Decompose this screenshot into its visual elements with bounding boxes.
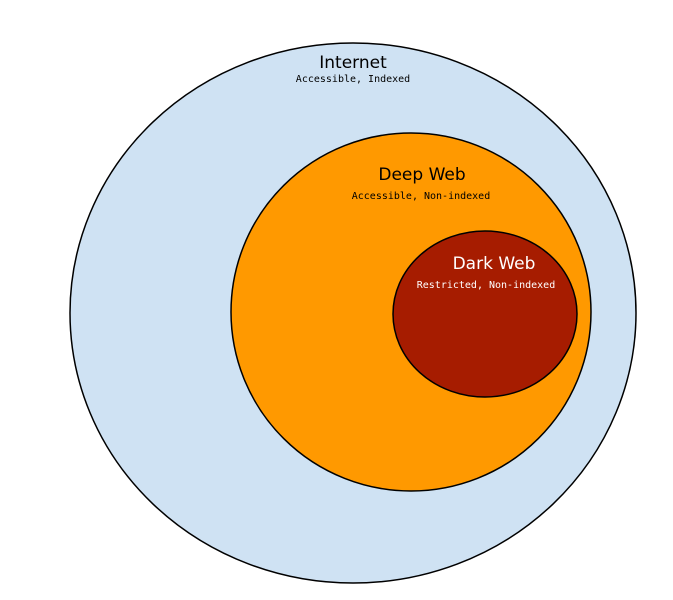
deep-web-subtitle: Accessible, Non-indexed: [352, 191, 490, 202]
deep-web-title: Deep Web: [378, 165, 465, 185]
dark-web-subtitle: Restricted, Non-indexed: [417, 280, 555, 291]
dark-web-circle: [392, 230, 578, 398]
internet-subtitle: Accessible, Indexed: [296, 74, 410, 85]
dark-web-title: Dark Web: [453, 254, 536, 274]
internet-title: Internet: [319, 53, 387, 73]
